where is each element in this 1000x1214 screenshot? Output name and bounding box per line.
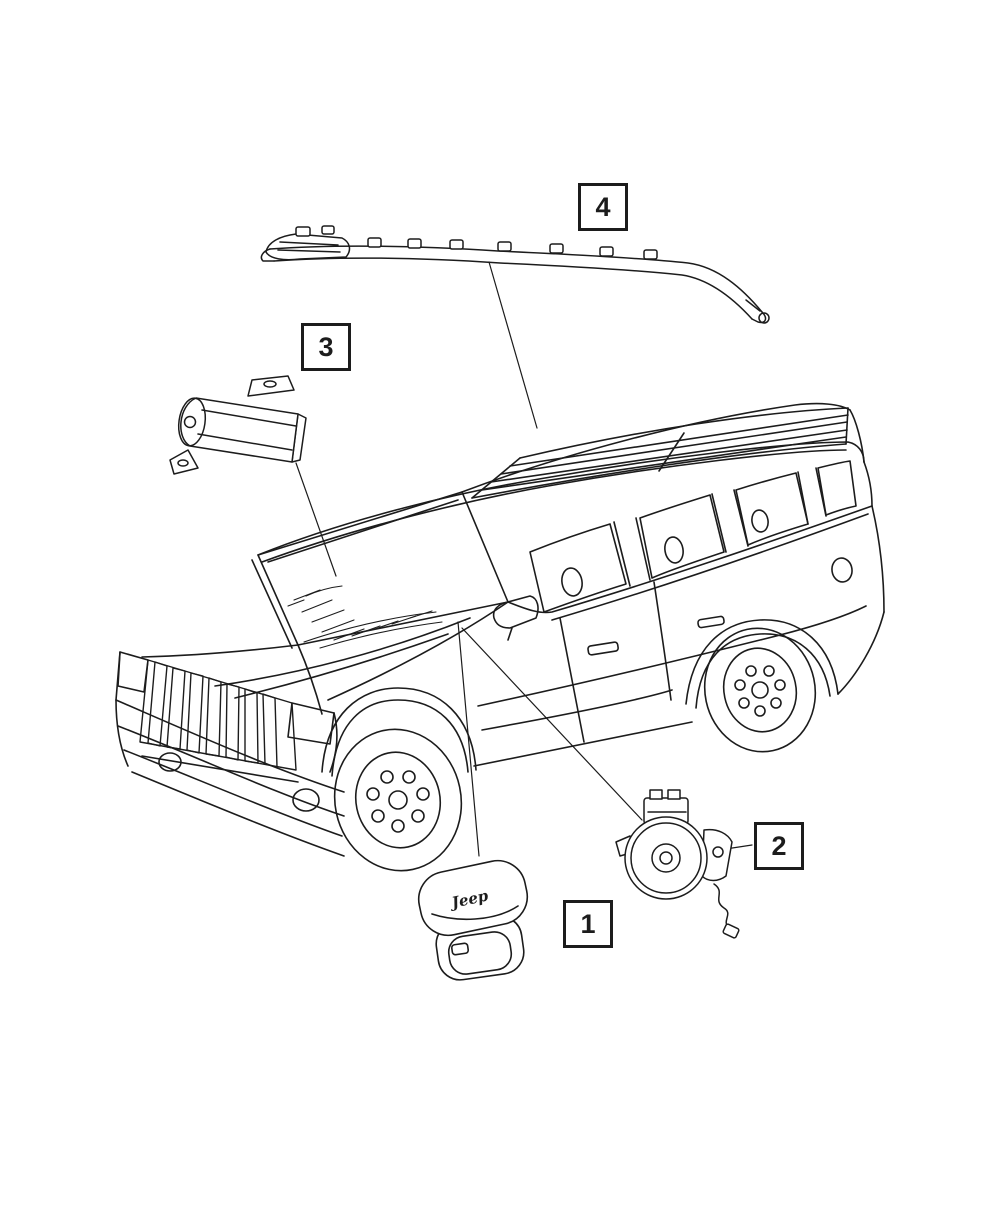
cowl-scribble [287,585,443,649]
callout-1-box[interactable]: 1 [563,900,613,948]
hood [141,601,509,715]
leader-line-2 [461,627,643,821]
leader-lines [295,261,753,857]
front-wheel [333,728,463,872]
leader-line-4 [488,261,538,429]
windshield [251,491,509,649]
side-mirror [492,595,539,641]
callout-2-box[interactable]: 2 [754,822,804,870]
side-windows [529,460,857,613]
driver-airbag-drawing: Jeep [417,859,529,981]
leader-line-3 [295,462,337,577]
front-bumper [115,651,345,857]
callout-4-label: 4 [595,191,611,222]
clockspring-drawing [615,789,740,939]
body-side [473,461,885,767]
roof-and-rack [257,402,865,563]
callout-3-label: 3 [318,331,334,362]
callout-4-box[interactable]: 4 [578,183,628,231]
wheel-arches [321,619,839,777]
leader-line-1 [457,621,480,857]
callout-2-label: 2 [771,830,787,861]
passenger-airbag-drawing [169,375,307,475]
side-curtain-airbag-drawing [260,225,770,324]
callout-1-label: 1 [580,908,596,939]
front-grille [139,659,297,771]
vehicle-drawing [115,402,885,872]
rear-wheel [703,627,817,753]
callout-3-box[interactable]: 3 [301,323,351,371]
